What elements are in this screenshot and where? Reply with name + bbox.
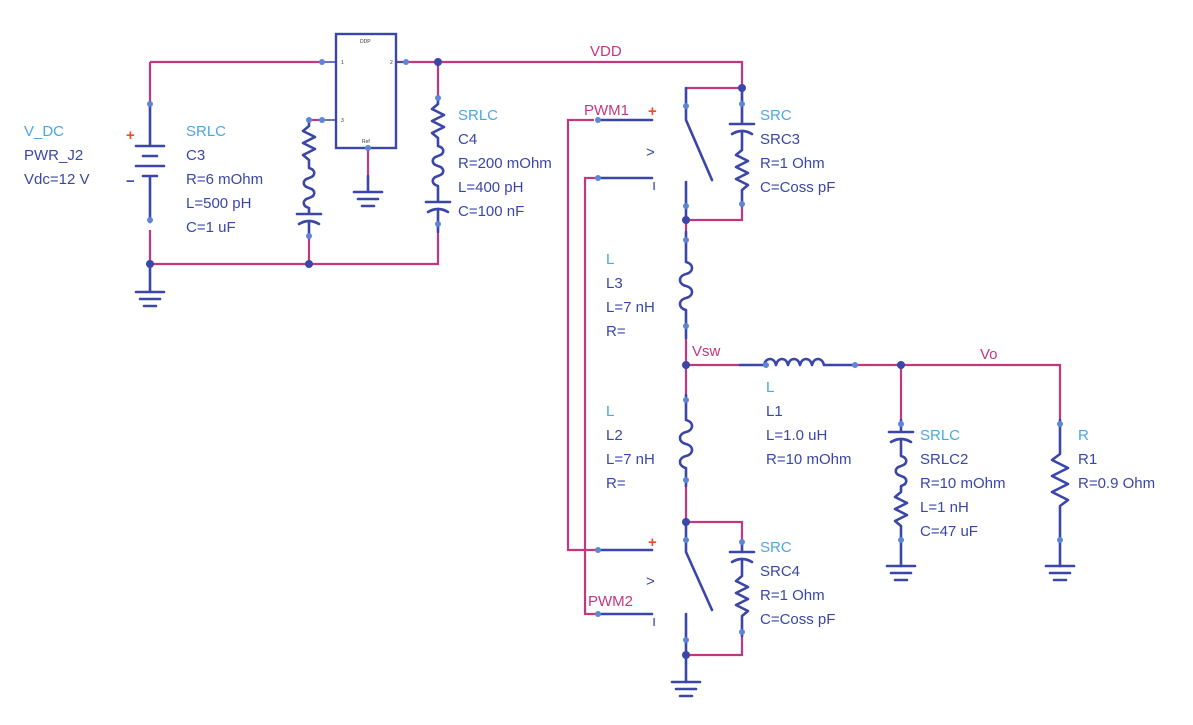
src4-capacitance-label: C=Coss pF [760,611,835,628]
source-vdc-label: Vdc=12 V [24,171,89,188]
src3-resistance-label: R=1 Ohm [760,155,825,172]
ic-pin2-label: 2 [390,60,393,66]
load-resistor-r1[interactable] [1044,418,1076,582]
source-minus-sign: − [126,173,135,190]
srlc2-inductance-label: L=1 nH [920,499,969,516]
high-side-switch[interactable]: > ı [595,86,714,222]
c4-type-label: SRLC [458,107,498,124]
l2-name-label: L2 [606,427,623,444]
r1-name-label: R1 [1078,451,1097,468]
wires [148,60,1062,657]
src3-capacitance-label: C=Coss pF [760,179,835,196]
ic-pin1-label: 1 [341,60,344,66]
inductor-l1[interactable] [738,357,858,368]
wire-src4-loop [686,520,744,657]
l2-resistance-label: R= [606,475,626,492]
r1-resistance-label: R=0.9 Ohm [1078,475,1155,492]
net-label-vdd: VDD [590,43,622,60]
wire-pwm1 [566,118,598,552]
source-type-label: V_DC [24,123,64,140]
wire-src3-loop [686,86,744,222]
l1-resistance-label: R=10 mOhm [766,451,851,468]
source-plus-sign: + [126,127,135,144]
l3-type-label: L [606,251,614,268]
wire-vsw-branch [686,363,1062,420]
high-switch-bar-mark: ı [652,177,656,194]
l3-resistance-label: R= [606,323,626,340]
inductor-l3[interactable] [678,230,694,340]
net-label-vo: Vo [980,346,998,363]
inductor-l2[interactable] [678,393,694,488]
l3-inductance-label: L=7 nH [606,299,655,316]
c3-inductance-label: L=500 pH [186,195,251,212]
ic-top-label: DDP [360,39,371,45]
capacitor-c3[interactable] [295,117,323,240]
net-label-pwm1: PWM1 [584,102,629,119]
src4-resistance-label: R=1 Ohm [760,587,825,604]
high-switch-gt-mark: > [646,144,655,161]
c4-capacitance-label: C=100 nF [458,203,524,220]
wire-pwm2 [583,176,598,616]
pwm2-plus-sign: + [648,534,657,551]
ground-ic [352,174,384,208]
src3-type-label: SRC [760,107,792,124]
c3-resistance-label: R=6 mOhm [186,171,263,188]
l2-inductance-label: L=7 nH [606,451,655,468]
dc-voltage-source[interactable]: + − [126,100,166,224]
r1-type-label: R [1078,427,1089,444]
low-switch-gt-mark: > [646,573,655,590]
ic-pin3-label: 3 [341,118,344,124]
wire-bottom-rail [148,230,440,266]
src4-type-label: SRC [760,539,792,556]
srlc2-name-label: SRLC2 [920,451,968,468]
c4-inductance-label: L=400 pH [458,179,523,196]
src3-name-label: SRC3 [760,131,800,148]
srlc2-type-label: SRLC [920,427,960,444]
ground-source [134,262,166,308]
c3-name-label: C3 [186,147,205,164]
low-side-switch[interactable]: > ı [595,520,714,698]
srlc2-resistance-label: R=10 mOhm [920,475,1005,492]
c3-type-label: SRLC [186,123,226,140]
wire-vdd-rail [150,60,744,88]
snubber-src4[interactable] [728,538,756,638]
c4-name-label: C4 [458,131,477,148]
ic-block[interactable]: DDP Ref 1 2 3 [319,32,409,151]
snubber-src3[interactable] [728,86,756,208]
junctions [146,58,905,659]
output-capacitor-srlc2[interactable] [885,418,917,582]
l1-type-label: L [766,379,774,396]
c4-resistance-label: R=200 mOhm [458,155,552,172]
pwm1-plus-sign: + [648,103,657,120]
src4-name-label: SRC4 [760,563,800,580]
l2-type-label: L [606,403,614,420]
l1-inductance-label: L=1.0 uH [766,427,827,444]
c3-capacitance-label: C=1 uF [186,219,236,236]
l3-name-label: L3 [606,275,623,292]
source-name-label: PWR_J2 [24,147,83,164]
net-label-pwm2: PWM2 [588,593,633,610]
capacitor-c4[interactable] [424,94,452,234]
ic-bottom-label: Ref [362,139,370,145]
net-label-vsw: Vsw [692,343,721,360]
l1-name-label: L1 [766,403,783,420]
low-switch-bar-mark: ı [652,613,656,630]
srlc2-capacitance-label: C=47 uF [920,523,978,540]
